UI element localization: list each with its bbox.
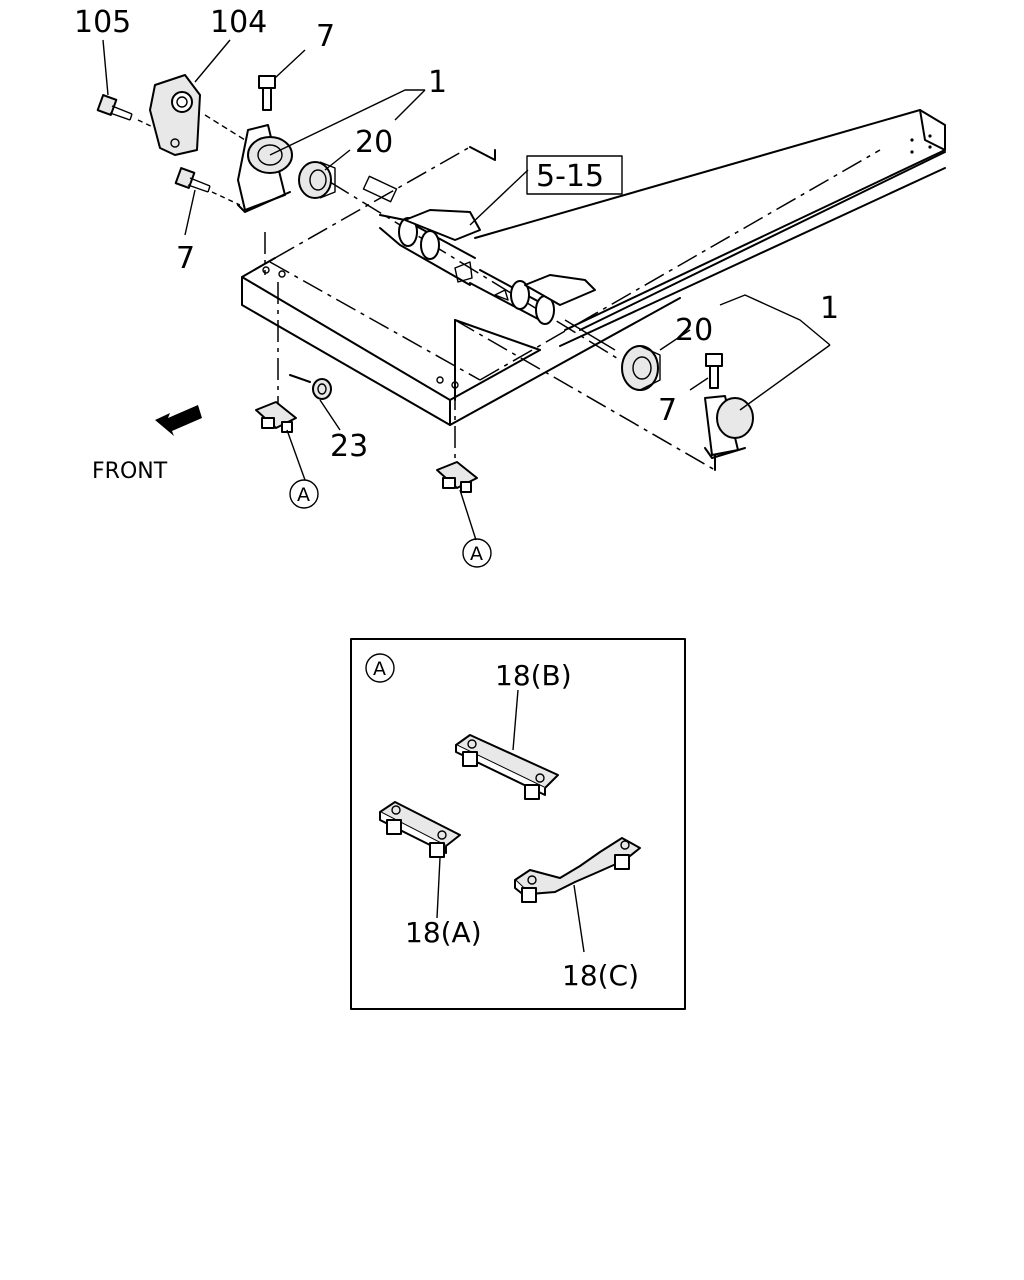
right-bracket-assembly <box>621 345 754 459</box>
plate-part-104 <box>149 74 201 156</box>
front-label: FRONT <box>92 459 168 484</box>
front-arrow-icon <box>155 405 202 436</box>
label-18b: 18(B) <box>495 659 572 692</box>
leader-18b <box>512 689 519 751</box>
lower-parts <box>255 374 478 493</box>
callout-23: 23 <box>330 429 368 464</box>
leader-18c <box>573 884 585 953</box>
callout-104: 104 <box>210 5 267 40</box>
callout-20-right: 20 <box>675 313 713 348</box>
bolt-7-top <box>258 75 276 111</box>
callout-7-top: 7 <box>316 19 335 54</box>
callout-7-right: 7 <box>658 393 677 428</box>
callout-7-left: 7 <box>176 241 195 276</box>
circle-reference-icon: A <box>462 538 492 568</box>
detail-a-frame <box>350 638 686 1010</box>
label-18a: 18(A) <box>405 916 482 949</box>
stabilizer-bar <box>329 175 621 361</box>
bushing-20-top <box>298 161 336 199</box>
subframe <box>241 146 881 471</box>
reference-a-2: A <box>470 543 483 565</box>
callout-20-top: 20 <box>355 125 393 160</box>
bolt-7-right <box>705 353 723 389</box>
callout-105: 105 <box>74 5 131 40</box>
detail-a-panel: A 18(B) 18(A) <box>350 638 686 1010</box>
callout-1-right: 1 <box>820 291 839 326</box>
leader-18a <box>436 857 441 919</box>
plate-18a <box>379 801 461 858</box>
plate-18b <box>455 734 559 800</box>
nut-part-23 <box>312 378 332 400</box>
bolt-part-105 <box>96 94 156 129</box>
label-18c: 18(C) <box>562 959 639 992</box>
callout-5-15: 5-15 <box>536 159 604 194</box>
pad-left <box>255 401 297 433</box>
circle-reference-icon: A <box>365 653 395 683</box>
leader-lines <box>102 39 831 541</box>
bushing-20-right <box>621 345 661 391</box>
boxed-reference-icon <box>526 155 623 195</box>
callout-1-top: 1 <box>428 65 447 100</box>
detail-a-ref: A <box>373 658 386 680</box>
callout-labels: 105 104 7 1 20 5-15 7 20 1 7 23 FRONT A … <box>74 5 839 568</box>
circle-reference-icon: A <box>289 479 319 509</box>
reference-a-1: A <box>297 484 310 506</box>
bolt-7-left <box>174 167 241 206</box>
plate-18c <box>514 837 641 903</box>
frame-rail <box>474 109 946 347</box>
pad-right <box>436 461 478 493</box>
left-bracket-assembly <box>96 74 336 213</box>
